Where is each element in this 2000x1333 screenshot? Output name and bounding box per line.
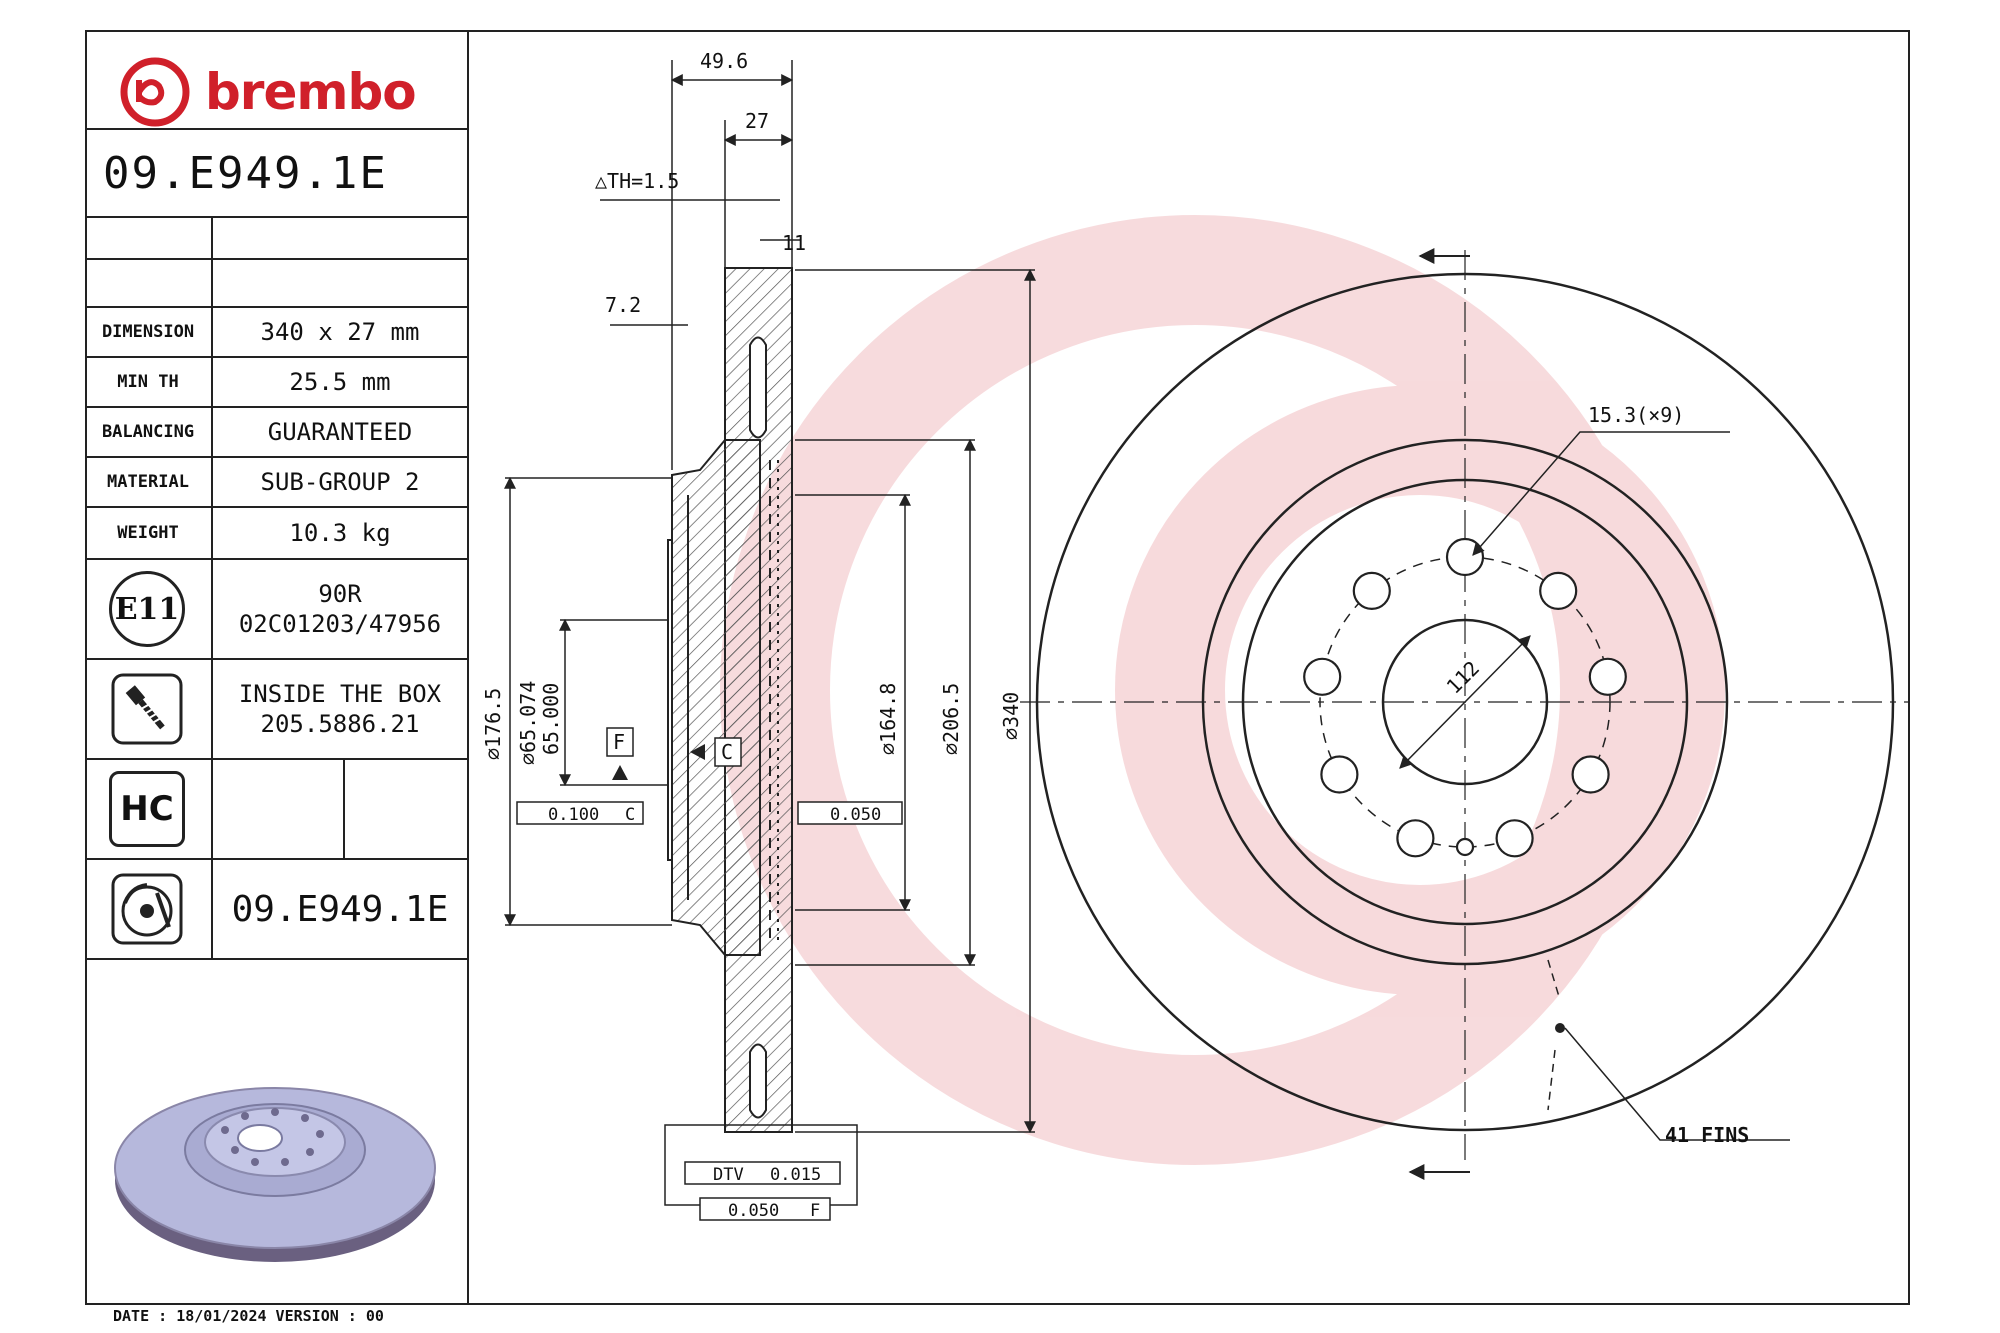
logo-row: brembo [85, 30, 467, 130]
dim-bolt-holes: 15.3(×9) [1588, 403, 1684, 427]
section-view [667, 267, 793, 1133]
spec-label: MATERIAL [107, 472, 189, 492]
info-panel: brembo 09.E949.1E DIMENSION 340 x 27 mm … [85, 30, 469, 1305]
bolt-hole [1320, 755, 1359, 794]
e11-badge: E11 [109, 571, 185, 647]
hc-row: HC [85, 760, 467, 860]
vent-channel-bottom [749, 1043, 767, 1119]
runout-value: 0.050 [728, 1201, 779, 1221]
dtv-value: 0.015 [770, 1165, 821, 1185]
dim-flange: 7.2 [605, 293, 641, 317]
brembo-wordmark: brembo [205, 63, 417, 121]
brembo-logo: brembo [119, 38, 417, 146]
screw-icon [107, 673, 187, 745]
blank-row [85, 218, 467, 260]
screw-row: INSIDE THE BOX 205.5886.21 [85, 660, 467, 760]
spec-value: 340 x 27 mm [260, 318, 420, 346]
bolt-hole [1588, 657, 1627, 696]
tol-flat-value: 0.050 [830, 805, 881, 825]
bolt-hole [1495, 819, 1534, 858]
bolt-hole [1539, 571, 1578, 611]
dim-d65-min: 65.000 [539, 683, 563, 755]
dim-d176: ⌀176.5 [481, 688, 505, 760]
spec-row: WEIGHT 10.3 kg [85, 508, 467, 560]
dim-d164: ⌀164.8 [876, 683, 900, 755]
spec-row: DIMENSION 340 x 27 mm [85, 308, 467, 358]
disc-render [110, 1030, 440, 1290]
dim-pcd: 112 [1442, 656, 1485, 699]
blank-row [85, 260, 467, 308]
datum-f-label: F [613, 730, 625, 754]
screw-line2: 205.5886.21 [260, 710, 420, 738]
dim-hat-offset: 11 [782, 231, 806, 255]
hub-face [667, 539, 672, 861]
pcd-leader [1399, 635, 1531, 769]
dim-d65-max: ⌀65.074 [516, 681, 540, 765]
vent-channel-top [749, 336, 767, 439]
footer-date-version: DATE : 18/01/2024 VERSION : 00 [113, 1307, 384, 1325]
hc-badge: HC [109, 771, 185, 847]
spec-row: BALANCING GUARANTEED [85, 408, 467, 458]
dim-thickness: 27 [745, 109, 769, 133]
runout-ref: F [810, 1201, 820, 1221]
fins-leader [1564, 1027, 1790, 1141]
datum-c-label: C [721, 740, 733, 764]
spec-value: SUB-GROUP 2 [260, 468, 420, 496]
dim-overall-width: 49.6 [700, 49, 748, 73]
disc-kit-icon [107, 873, 187, 945]
bolt-hole-leader [1472, 431, 1730, 556]
bolt-hole [1303, 657, 1342, 696]
part-number-row: 09.E949.1E [85, 130, 467, 218]
bolt-hole [1571, 755, 1610, 794]
locating-pin-hole [1455, 837, 1475, 857]
tol-parallel-ref: C [625, 805, 635, 825]
dim-d340: ⌀340 [999, 692, 1023, 740]
spec-value: GUARANTEED [267, 418, 413, 446]
datum-c-triangle [690, 744, 705, 760]
datum-f-triangle [612, 765, 628, 780]
part-number: 09.E949.1E [103, 147, 388, 199]
bolt-hole [1352, 571, 1391, 611]
bolt-holes [1303, 537, 1627, 858]
dimension-labels: 49.6 27 △TH=1.5 11 7.2 ⌀176.5 ⌀65.074 65… [481, 49, 1749, 1221]
spec-value: 10.3 kg [289, 519, 391, 547]
dim-th-tolerance: △TH=1.5 [595, 169, 679, 193]
approval-row: E11 90R 02C01203/47956 [85, 560, 467, 660]
screw-line1: INSIDE THE BOX [238, 680, 442, 708]
spec-row: MIN TH 25.5 mm [85, 358, 467, 408]
dim-fins: 41 FINS [1665, 1123, 1749, 1147]
spec-value: 25.5 mm [289, 368, 391, 396]
dim-d206: ⌀206.5 [939, 683, 963, 755]
bolt-hole [1445, 537, 1485, 577]
spec-label: BALANCING [101, 422, 195, 442]
spec-label: DIMENSION [101, 322, 195, 342]
approval-text: 90R 02C01203/47956 [213, 560, 467, 658]
approval-line1: 90R [318, 580, 362, 608]
spec-row: MATERIAL SUB-GROUP 2 [85, 458, 467, 508]
approval-line2: 02C01203/47956 [238, 610, 442, 638]
kit-code: 09.E949.1E [231, 888, 449, 930]
brembo-watermark-logo [720, 215, 1725, 1165]
top-dimensions [504, 60, 1036, 1134]
tol-parallel-value: 0.100 [548, 805, 599, 825]
bolt-hole [1396, 819, 1435, 858]
brembo-logo-icon [120, 57, 190, 127]
kit-row: 09.E949.1E [85, 860, 467, 960]
hc-icon: HC [107, 771, 187, 847]
datum-frames [516, 727, 903, 1221]
e11-approval-icon: E11 [107, 571, 187, 647]
hat-section [671, 439, 761, 956]
spec-label: WEIGHT [117, 523, 179, 543]
dtv-label: DTV [713, 1165, 744, 1185]
screw-text: INSIDE THE BOX 205.5886.21 [213, 660, 467, 758]
spec-label: MIN TH [117, 372, 179, 392]
